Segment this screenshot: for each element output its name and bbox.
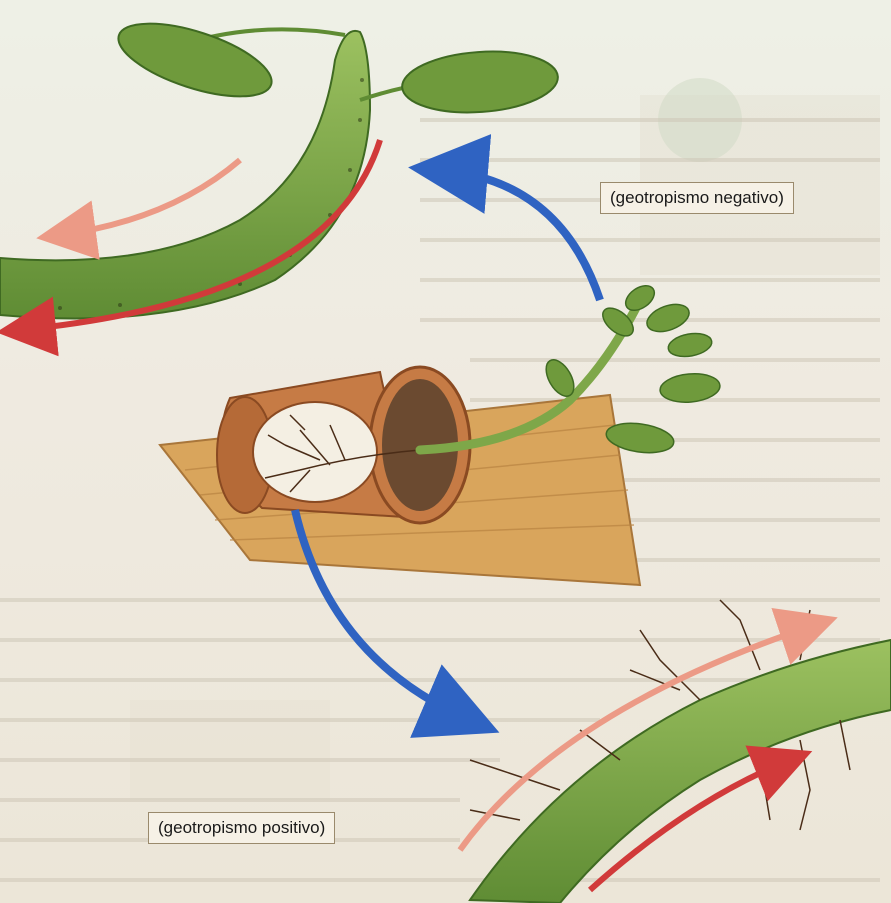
root-detail-bottom [470, 600, 891, 903]
stem-detail-top [0, 9, 560, 319]
negative-geotropism-label: (geotropismo negativo) [600, 182, 794, 214]
pink-arrow-top [60, 160, 240, 235]
positive-geotropism-label: (geotropismo positivo) [148, 812, 335, 844]
